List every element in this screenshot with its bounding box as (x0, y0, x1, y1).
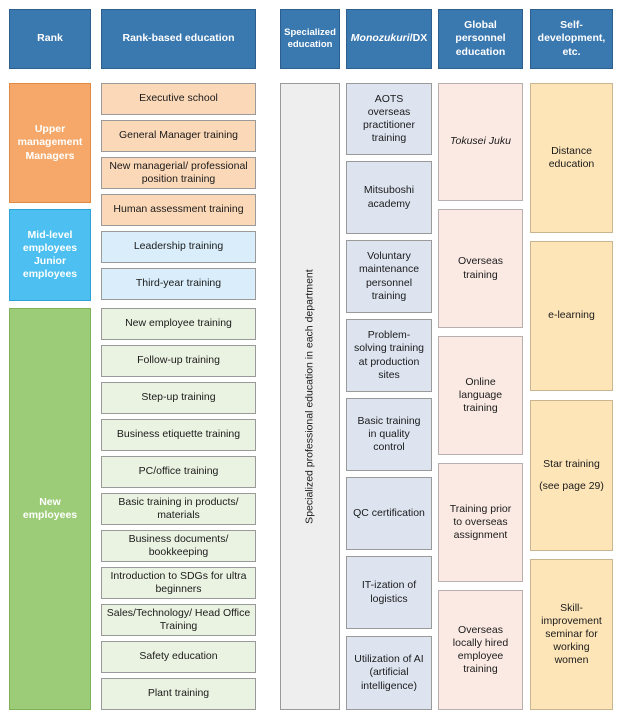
edu-third-year-training: Third-year training (101, 268, 256, 300)
global-training-prior-overseas-assignment: Training prior to overseas assignment (438, 463, 523, 582)
mono-utilization-of-ai: Utilization of AI (artificial intelligen… (346, 636, 432, 710)
specialized-professional-education: Specialized professional education in ea… (280, 83, 340, 710)
header-rank-based-education: Rank-based education (101, 9, 256, 69)
edu-general-manager-training: General Manager training (101, 120, 256, 152)
edu-basic-training-products: Basic training in products/ materials (101, 493, 256, 525)
global-overseas-training: Overseas training (438, 209, 523, 328)
edu-pc-office-training: PC/office training (101, 456, 256, 488)
mono-aots-overseas-training: AOTS overseas practitioner training (346, 83, 432, 155)
mono-problem-solving-training: Problem-solving training at production s… (346, 319, 432, 392)
edu-step-up-training: Step-up training (101, 382, 256, 414)
header-rank: Rank (9, 9, 91, 69)
self-skill-improvement-seminar: Skill-improvement seminar for working wo… (530, 559, 613, 710)
edu-safety-education: Safety education (101, 641, 256, 673)
self-star-training: Star training (see page 29) (530, 400, 613, 551)
header-specialized-education: Specialized education (280, 9, 340, 69)
specialized-professional-education-label: Specialized professional education in ea… (303, 269, 316, 524)
self-e-learning: e-learning (530, 241, 613, 391)
edu-business-documents: Business documents/ bookkeeping (101, 530, 256, 562)
mono-voluntary-maintenance: Voluntary maintenance personnel training (346, 240, 432, 313)
edu-new-managerial-training: New managerial/ professional position tr… (101, 157, 256, 189)
edu-leadership-training: Leadership training (101, 231, 256, 263)
global-online-language-training: Online language training (438, 336, 523, 455)
mono-mitsuboshi-academy: Mitsuboshi academy (346, 161, 432, 234)
edu-plant-training: Plant training (101, 678, 256, 710)
edu-new-employee-training: New employee training (101, 308, 256, 340)
self-distance-education: Distance education (530, 83, 613, 233)
edu-follow-up-training: Follow-up training (101, 345, 256, 377)
rank-new-employees: New employees (9, 308, 91, 710)
header-monozukuri-dx: Monozukuri/DX (346, 9, 432, 69)
rank-upper-management: Upper management Managers (9, 83, 91, 203)
edu-sales-technology-head-office: Sales/Technology/ Head Office Training (101, 604, 256, 636)
mono-it-ization-logistics: IT-ization of logistics (346, 556, 432, 629)
global-overseas-locally-hired-training: Overseas locally hired employee training (438, 590, 523, 710)
global-tokusei-juku: Tokusei Juku (438, 83, 523, 201)
header-self-development: Self-development, etc. (530, 9, 613, 69)
edu-executive-school: Executive school (101, 83, 256, 115)
mono-qc-certification: QC certification (346, 477, 432, 550)
header-global-personnel-education: Global personnel education (438, 9, 523, 69)
rank-mid-level-junior: Mid-level employees Junior employees (9, 209, 91, 301)
edu-business-etiquette-training: Business etiquette training (101, 419, 256, 451)
edu-sdgs-introduction: Introduction to SDGs for ultra beginners (101, 567, 256, 599)
mono-basic-quality-control: Basic training in quality control (346, 398, 432, 471)
edu-human-assessment-training: Human assessment training (101, 194, 256, 226)
